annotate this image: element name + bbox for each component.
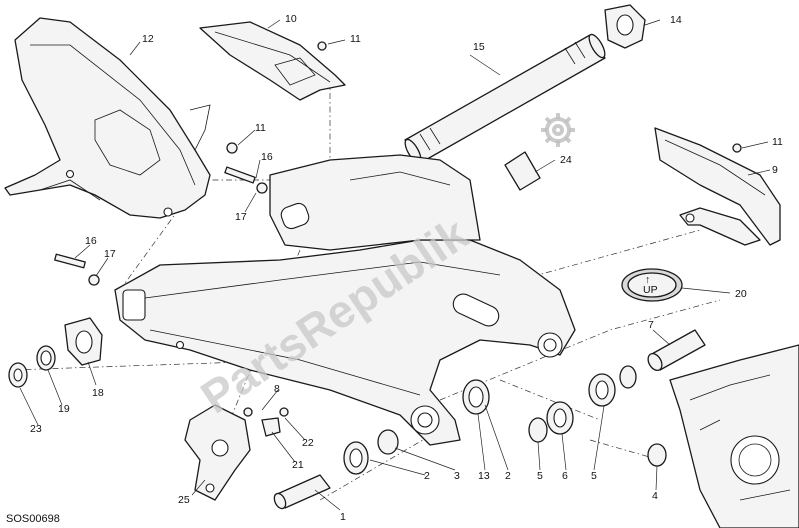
adjuster-nut-part-14 <box>604 4 646 49</box>
callout-18: 18 <box>92 387 104 399</box>
callout-14: 14 <box>670 14 682 26</box>
chain-guard-part-10 <box>199 21 346 101</box>
callout-24: 24 <box>560 154 572 166</box>
rubber-cap-part-20: ↑ UP <box>621 268 683 302</box>
swingarm-body <box>114 154 576 446</box>
screw-part-11 <box>226 41 742 154</box>
callout-8: 8 <box>274 383 280 395</box>
bearings-parts-2-3-5-6-13 <box>343 365 667 475</box>
pivot-shaft-part-15 <box>404 33 606 164</box>
engine-case <box>669 344 799 528</box>
callout-7: 7 <box>648 319 654 331</box>
bolt-part-16-lower <box>54 253 100 286</box>
callout-6: 6 <box>562 470 568 482</box>
callout-5-right: 5 <box>591 470 597 482</box>
drawing-code: SOS00698 <box>6 513 60 525</box>
callout-22: 22 <box>302 437 314 449</box>
callout-17-upper: 17 <box>235 211 247 223</box>
callout-2-left: 2 <box>424 470 430 482</box>
callout-labels: 12 10 11 14 15 11 16 17 11 9 24 20 16 17… <box>30 13 783 523</box>
svg-text:UP: UP <box>643 284 658 296</box>
pivot-pins-1-7 <box>273 329 706 510</box>
callout-25: 25 <box>178 494 190 506</box>
callout-3: 3 <box>454 470 460 482</box>
bolt-part-16-upper <box>224 166 268 194</box>
callout-21: 21 <box>292 459 304 471</box>
callout-1: 1 <box>340 511 346 523</box>
callout-19: 19 <box>58 403 70 415</box>
callout-13: 13 <box>478 470 490 482</box>
callout-11-right: 11 <box>772 136 783 148</box>
callout-15: 15 <box>473 41 485 53</box>
callout-2-right: 2 <box>505 470 511 482</box>
callout-17-lower: 17 <box>104 248 116 260</box>
leader-lines <box>19 19 771 511</box>
callout-16-lower: 16 <box>85 235 97 247</box>
svg-text:↑: ↑ <box>645 274 650 286</box>
callout-5-left: 5 <box>537 470 543 482</box>
callout-12: 12 <box>142 33 154 45</box>
chain-slider-part-9 <box>654 127 781 246</box>
callout-16-upper: 16 <box>261 151 273 163</box>
callout-11-top: 11 <box>350 33 361 45</box>
callout-9: 9 <box>772 164 778 176</box>
eccentric-parts-18-19-23 <box>8 317 103 388</box>
callout-20: 20 <box>735 288 747 300</box>
callout-11-left: 11 <box>255 122 266 134</box>
callout-4: 4 <box>652 490 658 502</box>
callout-23: 23 <box>30 423 42 435</box>
rear-hugger-part-12 <box>4 17 211 219</box>
label-plate-part-24 <box>504 151 541 191</box>
caliper-bracket-part-25 <box>184 404 289 501</box>
gear-icon <box>541 113 575 147</box>
callout-10: 10 <box>285 13 297 25</box>
